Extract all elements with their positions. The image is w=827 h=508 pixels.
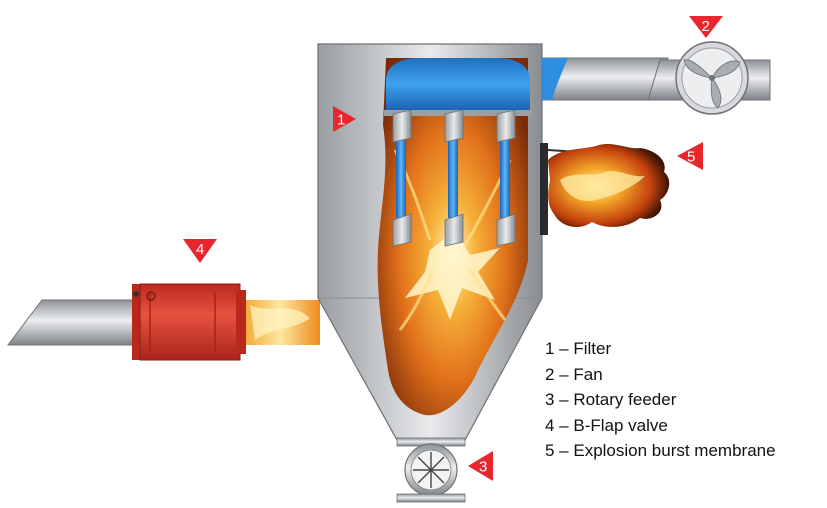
marker-5-label: 5 [687, 149, 695, 166]
marker-2: 2 [689, 16, 723, 38]
inlet-duct [6, 299, 320, 346]
marker-4-shape [183, 239, 217, 263]
marker-4-label: 4 [196, 241, 204, 258]
marker-2-label: 2 [702, 18, 710, 35]
marker-3: 3 [468, 451, 493, 481]
legend: 1 – Filter 2 – Fan 3 – Rotary feeder 4 –… [545, 336, 776, 464]
marker-3-label: 3 [479, 459, 487, 476]
explosion-flame [548, 144, 670, 228]
flap-valve-icon [132, 283, 246, 361]
marker-4: 4 [183, 239, 217, 263]
rotary-feeder-icon [396, 437, 466, 503]
legend-item-fan: 2 – Fan [545, 364, 603, 384]
marker-1-label: 1 [337, 112, 345, 129]
fan-icon [675, 41, 749, 115]
marker-5: 5 [677, 142, 703, 170]
legend-item-b-flap-valve: 4 – B-Flap valve [545, 415, 668, 435]
filter-bags [392, 109, 516, 247]
marker-5-shape [677, 142, 703, 170]
legend-item-explosion-burst-membrane: 5 – Explosion burst membrane [545, 441, 776, 460]
marker-1-shape [333, 106, 356, 132]
legend-item-rotary-feeder: 3 – Rotary feeder [545, 390, 677, 409]
marker-1: 1 [333, 106, 356, 132]
marker-2-shape [689, 16, 723, 38]
legend-item-filter: 1 – Filter [545, 339, 612, 358]
marker-3-shape [468, 451, 493, 481]
